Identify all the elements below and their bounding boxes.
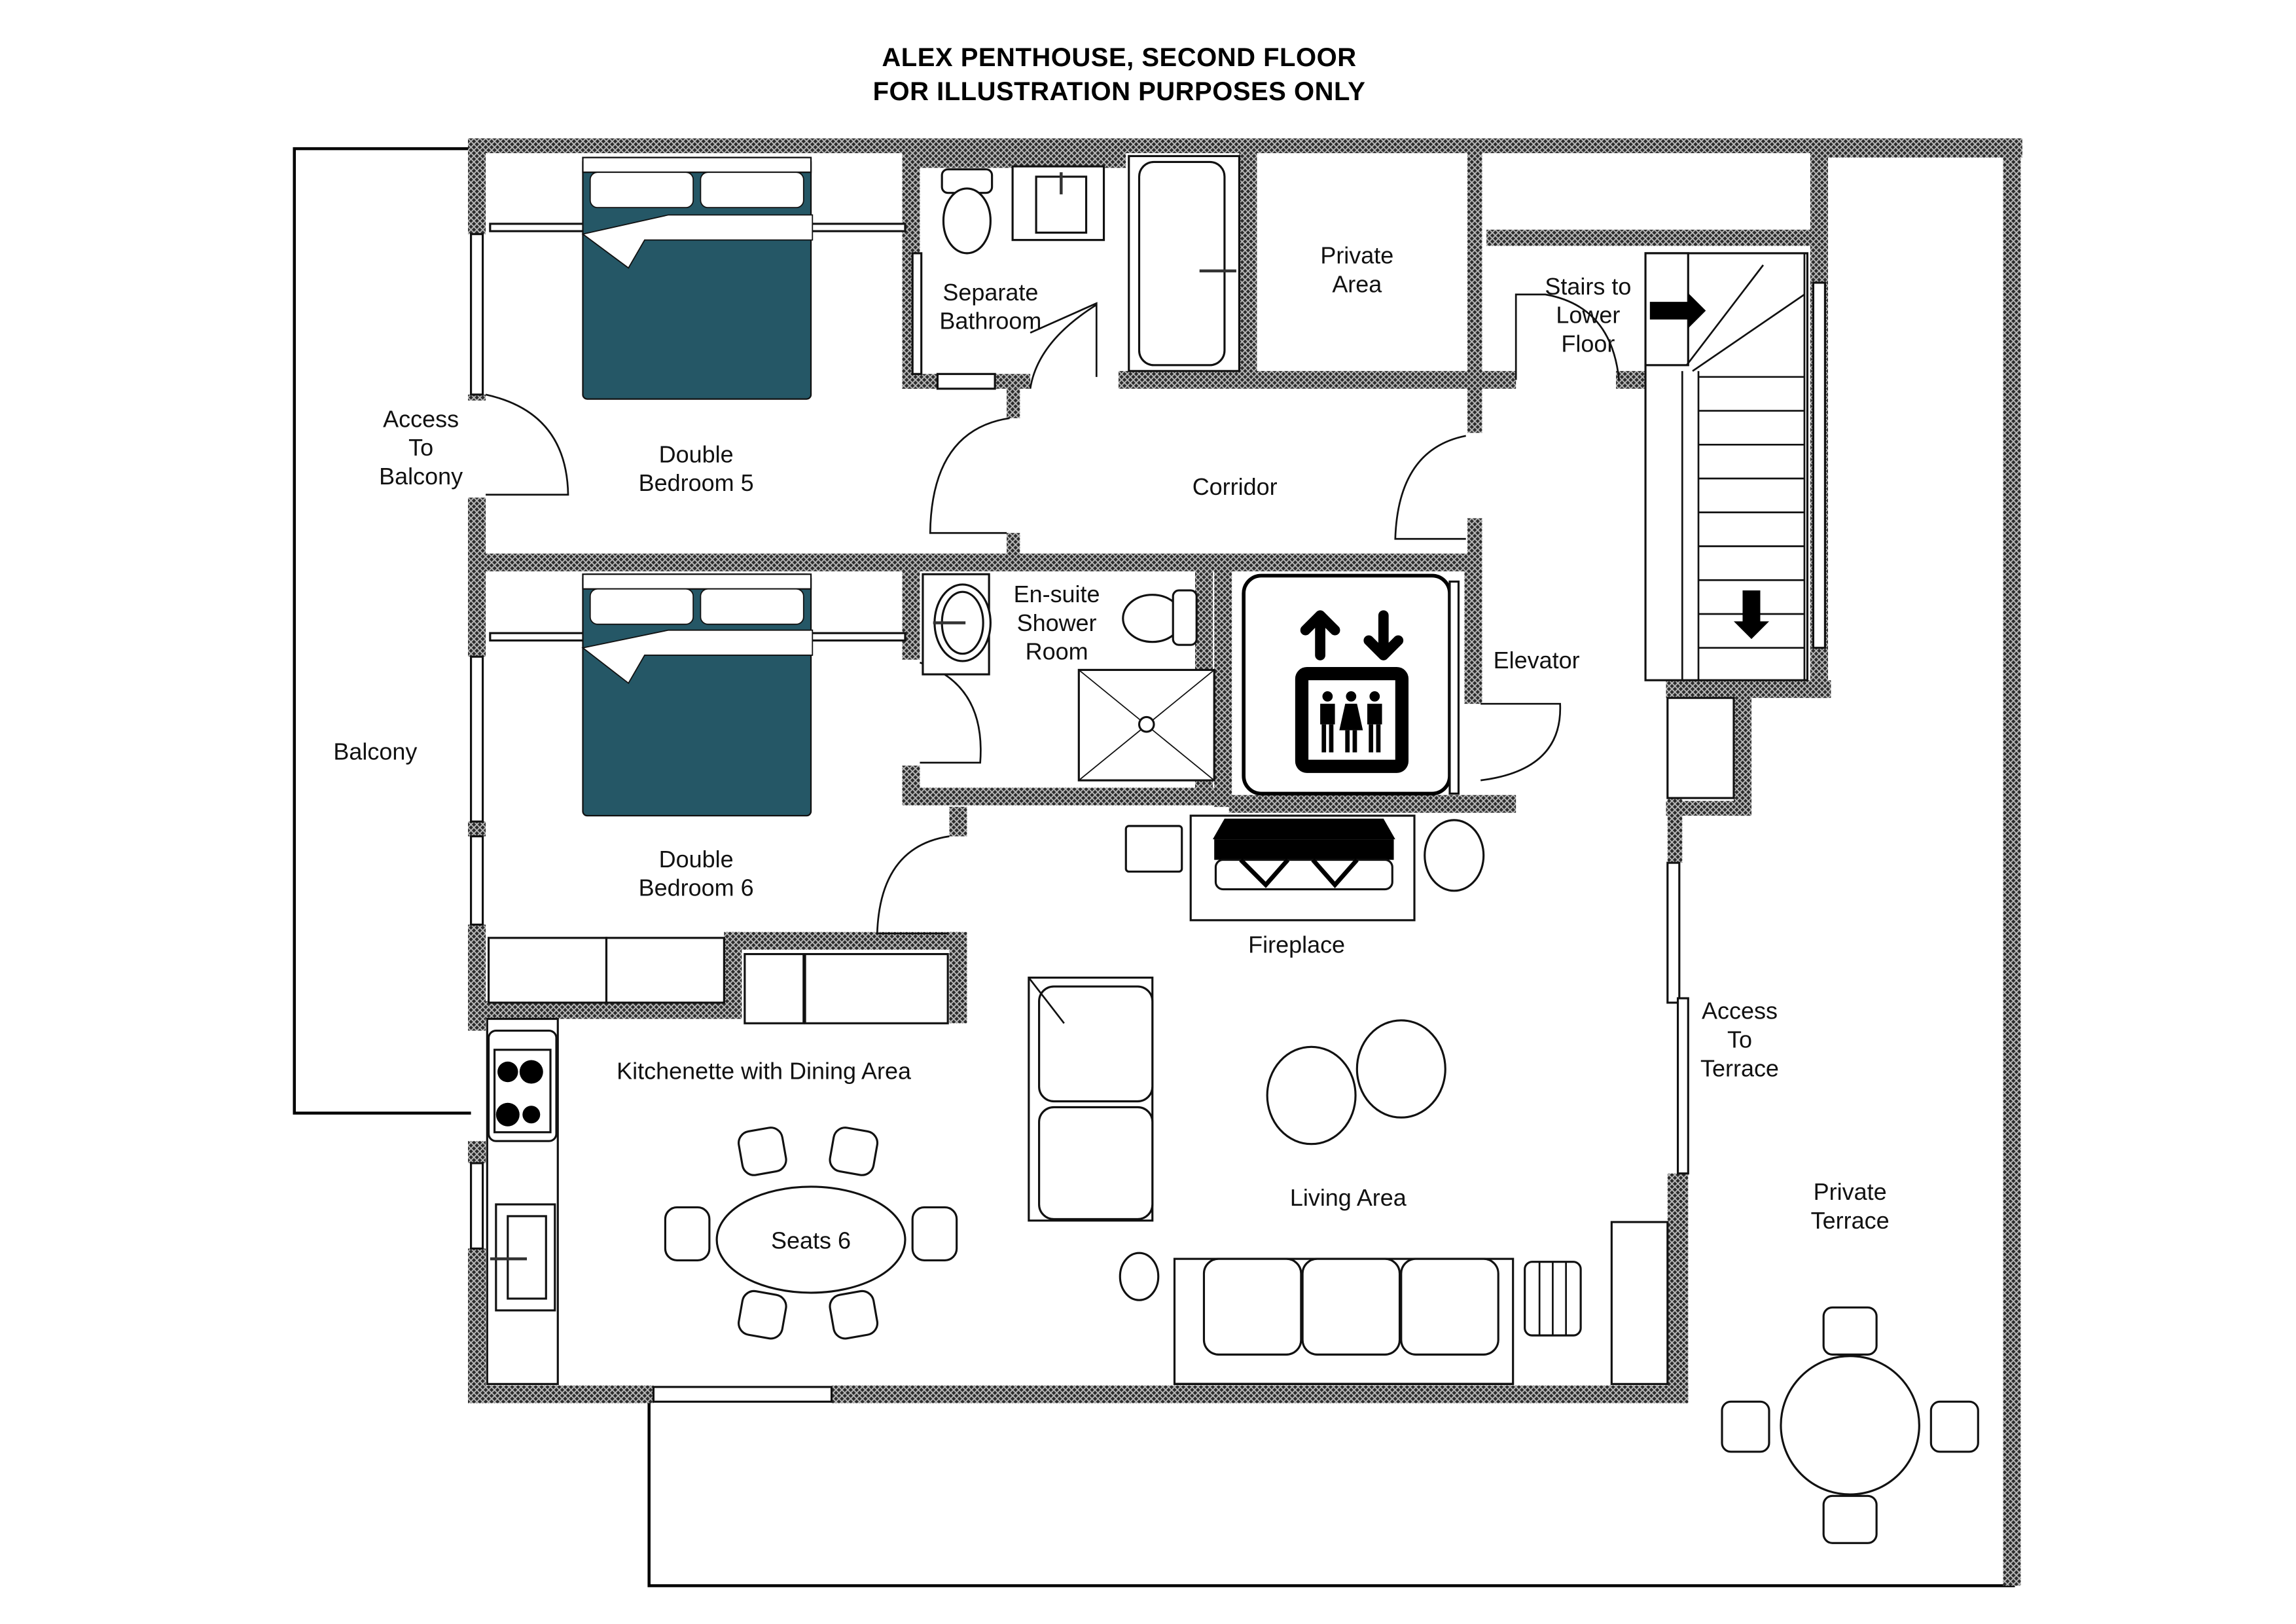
bed-bedroom-6 (489, 573, 906, 817)
bathroom-fixtures (941, 154, 1240, 372)
plan-title: ALEX PENTHOUSE, SECOND FLOOR (882, 43, 1357, 72)
dining-table-with-chairs (664, 1127, 958, 1340)
kitchen-sink (490, 1203, 556, 1312)
side-table (1524, 1261, 1582, 1337)
ensuite-fixtures (922, 573, 1215, 782)
room-label-kitchenette-with-dining-area: Kitchenette with Dining Area (617, 1058, 911, 1085)
terrace-table-with-chairs (1721, 1306, 1979, 1544)
room-label-fireplace: Fireplace (1248, 931, 1345, 958)
arrow-right-icon (1649, 293, 1706, 329)
arrow-down-icon (1733, 590, 1769, 640)
room-label-dining-table: Seats 6 (771, 1227, 851, 1254)
elevator-icon[interactable] (1242, 573, 1460, 796)
plan-title-block: ALEX PENTHOUSE, SECOND FLOOR FOR ILLUSTR… (0, 41, 2238, 109)
fireplace-unit (1124, 814, 1485, 922)
balcony-outline (293, 147, 471, 1115)
room-label-balcony: Balcony (333, 738, 417, 765)
cooktop (488, 1029, 558, 1142)
armchair-sofa-left (1028, 976, 1154, 1222)
plan-subtitle: FOR ILLUSTRATION PURPOSES ONLY (872, 77, 1366, 106)
sideboard (1610, 1221, 1669, 1385)
bed-bedroom-5 (489, 156, 906, 400)
stair-cabinet (1666, 696, 1735, 799)
staircase[interactable] (1644, 252, 1808, 681)
windows (470, 233, 1826, 1403)
room-label-living-area: Living Area (1290, 1184, 1407, 1211)
room-label-corridor: Corridor (1193, 473, 1278, 500)
coffee-tables (1119, 1019, 1446, 1301)
three-seat-sofa (1173, 1257, 1515, 1386)
room-label-elevator: Elevator (1494, 647, 1580, 674)
